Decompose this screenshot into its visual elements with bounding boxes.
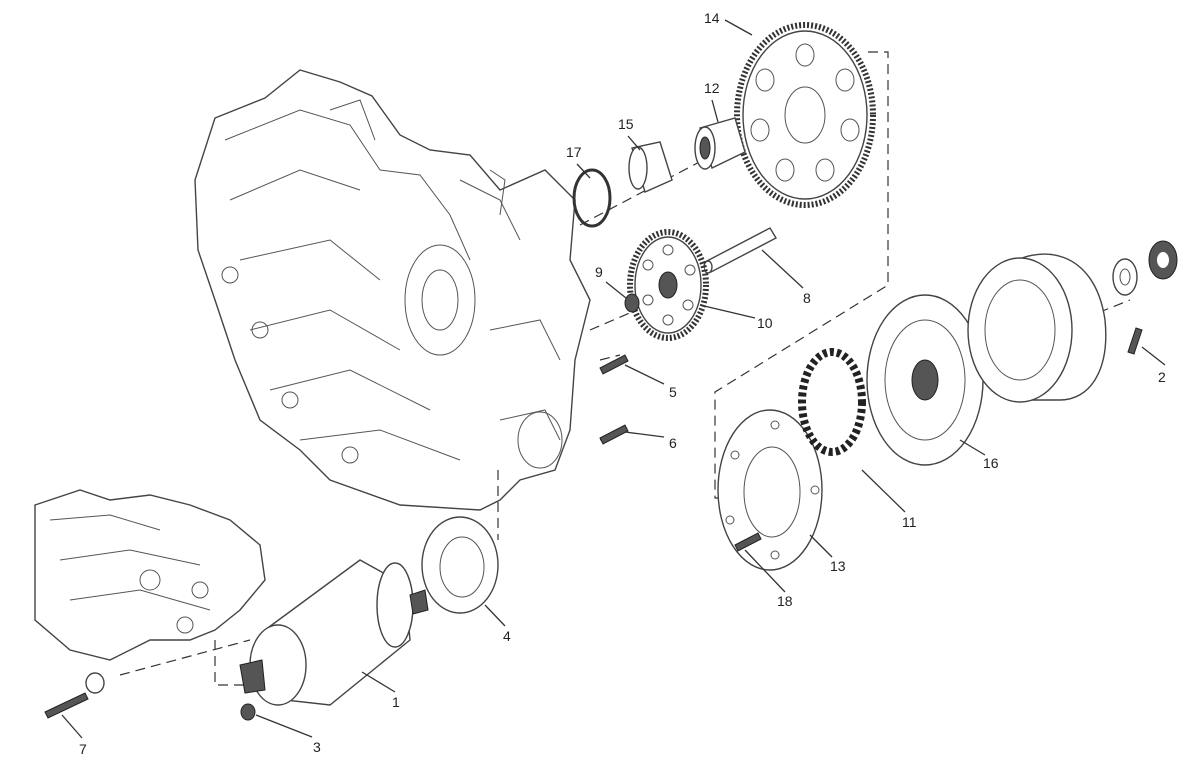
- part-14-starter-gear: [734, 22, 876, 208]
- part-2-screw: [1127, 327, 1143, 355]
- part-1-starter-motor: [239, 559, 429, 706]
- flywheel: [967, 253, 1107, 403]
- callout-labels: 1 2 3 4 5 6 7 8 9 10 11 12 13 14 15 16 1…: [79, 10, 1166, 757]
- callout-4: 4: [503, 628, 511, 644]
- leader-lines: [61, 19, 1166, 739]
- crankcase-lower-fragment: [34, 489, 266, 661]
- callout-8: 8: [803, 290, 811, 306]
- flywheel-nut: [1148, 240, 1178, 280]
- callout-3: 3: [313, 739, 321, 755]
- callout-7: 7: [79, 741, 87, 757]
- callout-12: 12: [704, 80, 720, 96]
- part-8-shaft: [703, 227, 777, 274]
- part-9-nut: [624, 293, 640, 313]
- part-16-freewheel-hub: [866, 294, 984, 466]
- part-13-plate: [717, 409, 823, 571]
- part-7-bolt: [44, 672, 105, 719]
- crankcase-half: [194, 69, 591, 511]
- part-10-idler-gear: [627, 229, 709, 341]
- callout-6: 6: [669, 435, 677, 451]
- callout-10: 10: [757, 315, 773, 331]
- callout-2: 2: [1158, 369, 1166, 385]
- part-15-bushing: [628, 141, 673, 193]
- callout-5: 5: [669, 384, 677, 400]
- part-11-freewheel-bearing: [798, 348, 866, 456]
- part-6-screw: [599, 424, 629, 445]
- part-5-screw: [599, 354, 629, 375]
- part-3-nut: [240, 703, 256, 721]
- flywheel-washer: [1112, 258, 1138, 296]
- callout-11: 11: [902, 514, 917, 530]
- part-17-washer: [572, 168, 612, 228]
- callout-1: 1: [392, 694, 400, 710]
- callout-9: 9: [595, 264, 603, 280]
- part-12-bushing: [694, 117, 746, 170]
- callout-17: 17: [566, 144, 582, 160]
- part-4-gasket: [421, 516, 499, 614]
- callout-13: 13: [830, 558, 846, 574]
- callout-14: 14: [704, 10, 720, 26]
- part-18-screw: [734, 532, 762, 552]
- callout-16: 16: [983, 455, 999, 471]
- callout-15: 15: [618, 116, 634, 132]
- callout-18: 18: [777, 593, 793, 609]
